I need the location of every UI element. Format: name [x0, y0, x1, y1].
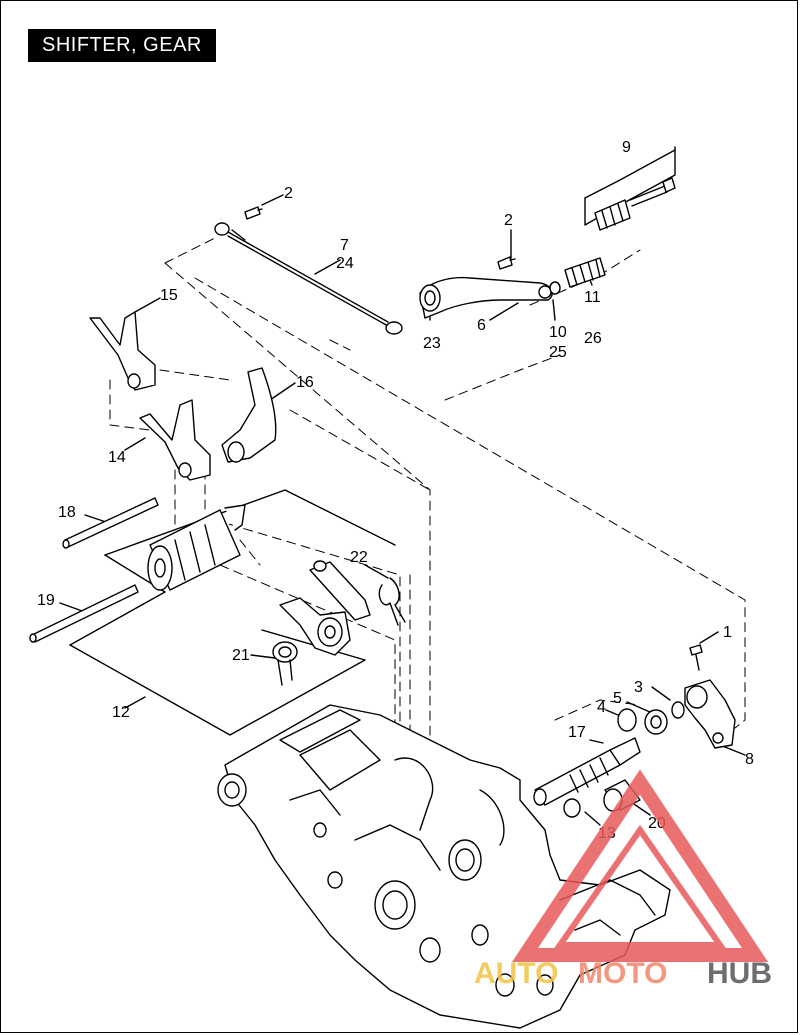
shift-drum — [147, 504, 246, 591]
callout-21: 21 — [232, 647, 250, 664]
callout-7: 7 — [340, 237, 349, 254]
fork-shaft-part-19 — [29, 584, 139, 643]
ring-part-3 — [671, 701, 685, 719]
washer-part-10 — [549, 281, 561, 295]
callout-labels: 1 2 2 3 4 5 6 7 24 8 9 10 25 11 26 12 13… — [37, 139, 754, 842]
shift-rod — [214, 222, 403, 335]
callout-10: 10 — [549, 324, 567, 341]
watermark-logo: AUTO MOTO HUB — [474, 769, 772, 990]
callout-2b: 2 — [504, 212, 513, 229]
ring-part-4 — [617, 708, 637, 732]
callout-3: 3 — [634, 679, 643, 696]
callout-25: 25 — [549, 344, 567, 361]
shifter-shaft-part-17 — [533, 737, 641, 806]
callout-17: 17 — [568, 724, 586, 741]
callout-22: 22 — [350, 549, 368, 566]
fork-shaft-part-18 — [62, 497, 159, 549]
callout-23: 23 — [423, 335, 441, 352]
callout-18: 18 — [58, 504, 76, 521]
spring-clip-part-22 — [378, 577, 406, 626]
callout-4: 4 — [597, 699, 606, 716]
watermark-triangle-icon — [511, 769, 769, 962]
diagram-title: SHIFTER, GEAR — [28, 29, 216, 62]
screw-part-2 — [244, 206, 516, 270]
callout-1: 1 — [723, 624, 732, 641]
callout-16: 16 — [296, 374, 314, 391]
shift-fork-part-15 — [89, 311, 156, 391]
callout-19: 19 — [37, 592, 55, 609]
watermark-text-hub: HUB — [707, 957, 772, 990]
shifter-arm-part-8 — [684, 679, 736, 749]
callout-14: 14 — [108, 449, 126, 466]
spring-part-21 — [272, 641, 298, 686]
callout-2a: 2 — [284, 185, 293, 202]
watermark-text-auto: AUTO — [474, 957, 558, 990]
bearing-part-5 — [644, 709, 668, 735]
callout-11: 11 — [584, 289, 601, 306]
callout-8: 8 — [745, 751, 754, 768]
watermark-inner-triangle-icon — [554, 824, 726, 948]
shift-fork-part-14 — [139, 399, 211, 481]
callout-6: 6 — [477, 317, 486, 334]
callout-15: 15 — [160, 287, 178, 304]
shift-lever — [419, 276, 553, 319]
callout-12: 12 — [112, 704, 130, 721]
screw-part-1 — [689, 644, 703, 671]
watermark-text-moto: MOTO — [578, 957, 667, 990]
spring-part-11 — [564, 257, 606, 288]
spring-part-9 — [594, 177, 676, 231]
callout-24: 24 — [336, 255, 354, 272]
shift-fork-part-16 — [221, 367, 277, 463]
bushing-part-13 — [563, 798, 581, 818]
shifter-pawl-assembly — [279, 560, 371, 656]
callout-26: 26 — [584, 330, 602, 347]
callout-5: 5 — [613, 690, 622, 707]
callout-9: 9 — [622, 139, 631, 156]
